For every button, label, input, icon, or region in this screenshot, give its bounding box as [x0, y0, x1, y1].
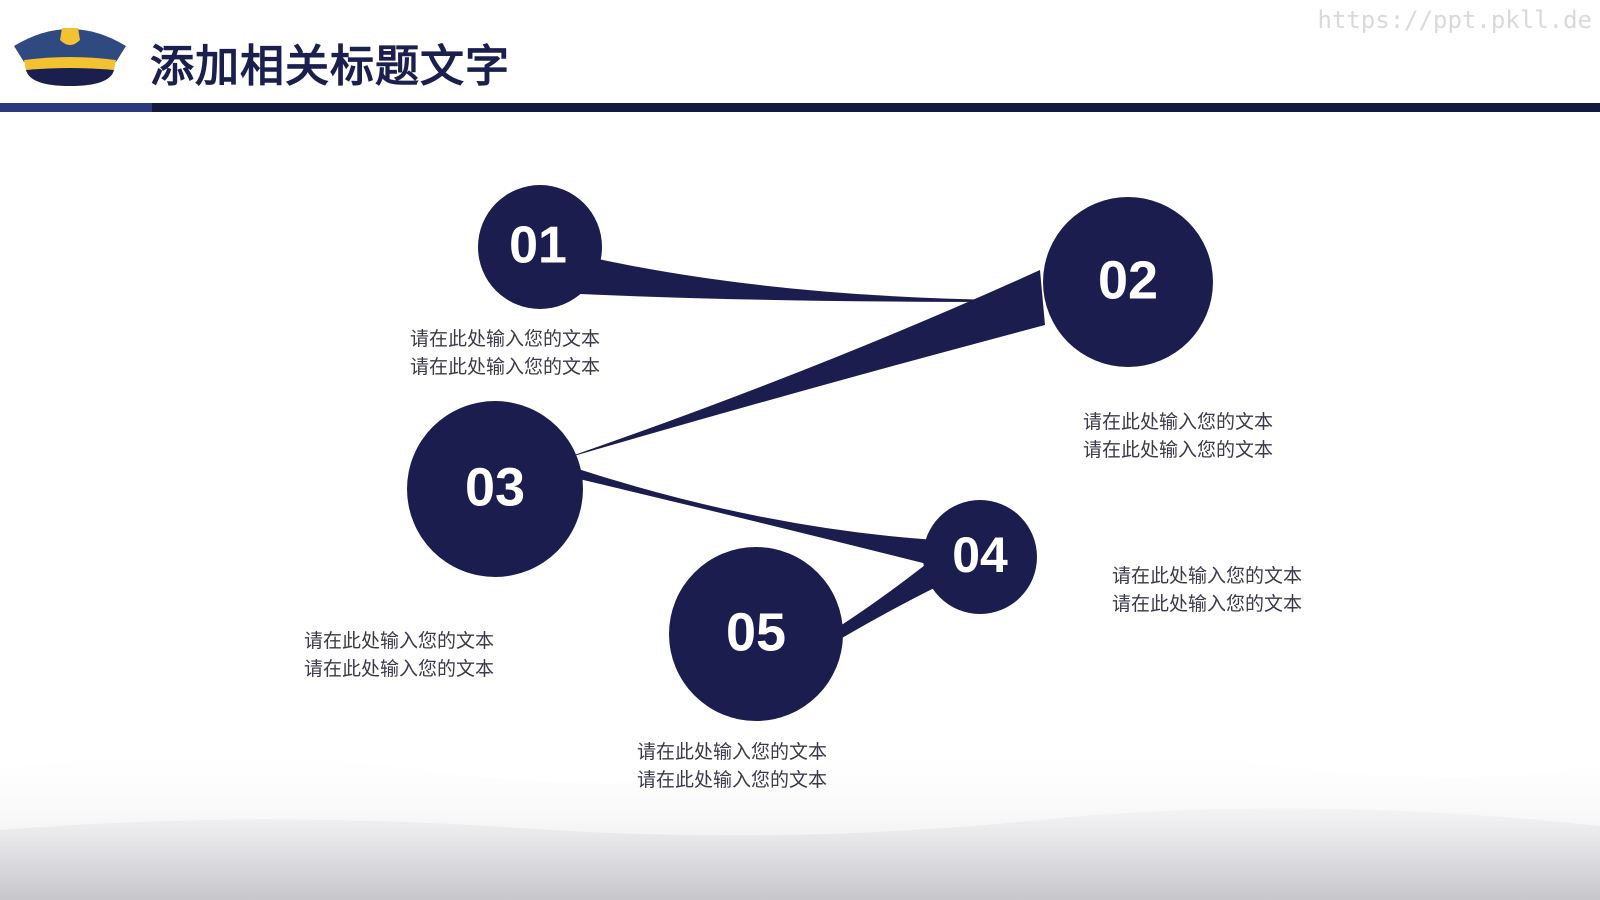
step-03-circle [407, 401, 583, 577]
step-01-line-1: 请在此处输入您的文本 [410, 328, 601, 350]
step-04-number: 04 [952, 527, 1008, 583]
step-03-description: 请在此处输入您的文本 请在此处输入您的文本 [304, 627, 494, 683]
step-05-number: 05 [726, 602, 786, 662]
step-05-line-2: 请在此处输入您的文本 [637, 769, 828, 791]
mountain-mist-background [0, 741, 1600, 900]
header-divider-accent [0, 103, 152, 112]
connector-04-05 [840, 565, 940, 638]
step-01-description: 请在此处输入您的文本 请在此处输入您的文本 [410, 325, 600, 381]
step-05-description: 请在此处输入您的文本 请在此处输入您的文本 [637, 738, 827, 794]
step-04-line-2: 请在此处输入您的文本 [1112, 593, 1303, 615]
step-03-line-1: 请在此处输入您的文本 [304, 630, 495, 652]
connector-03-04 [575, 468, 935, 566]
step-02-number: 02 [1098, 250, 1158, 310]
step-01-circle [478, 185, 602, 309]
step-03-line-2: 请在此处输入您的文本 [304, 658, 495, 680]
step-01-number: 01 [509, 217, 567, 275]
step-02-circle [1043, 197, 1213, 367]
watermark-url: https://ppt.pkll.de [1317, 6, 1592, 34]
step-04-line-1: 请在此处输入您的文本 [1112, 565, 1303, 587]
page-title: 添加相关标题文字 [150, 41, 510, 92]
header-divider [0, 103, 1600, 112]
police-cap-icon [14, 28, 126, 86]
connector-01-02 [580, 255, 1000, 302]
step-03-number: 03 [465, 457, 525, 517]
step-05-circle [669, 547, 843, 721]
step-05-line-1: 请在此处输入您的文本 [637, 741, 828, 763]
step-02-line-2: 请在此处输入您的文本 [1083, 439, 1274, 461]
step-04-circle [923, 500, 1037, 614]
step-02-description: 请在此处输入您的文本 请在此处输入您的文本 [1083, 408, 1273, 464]
step-04-description: 请在此处输入您的文本 请在此处输入您的文本 [1112, 562, 1302, 618]
step-02-line-1: 请在此处输入您的文本 [1083, 411, 1274, 433]
step-01-line-2: 请在此处输入您的文本 [410, 356, 601, 378]
header: 添加相关标题文字 https://ppt.pkll.de [0, 0, 1600, 112]
